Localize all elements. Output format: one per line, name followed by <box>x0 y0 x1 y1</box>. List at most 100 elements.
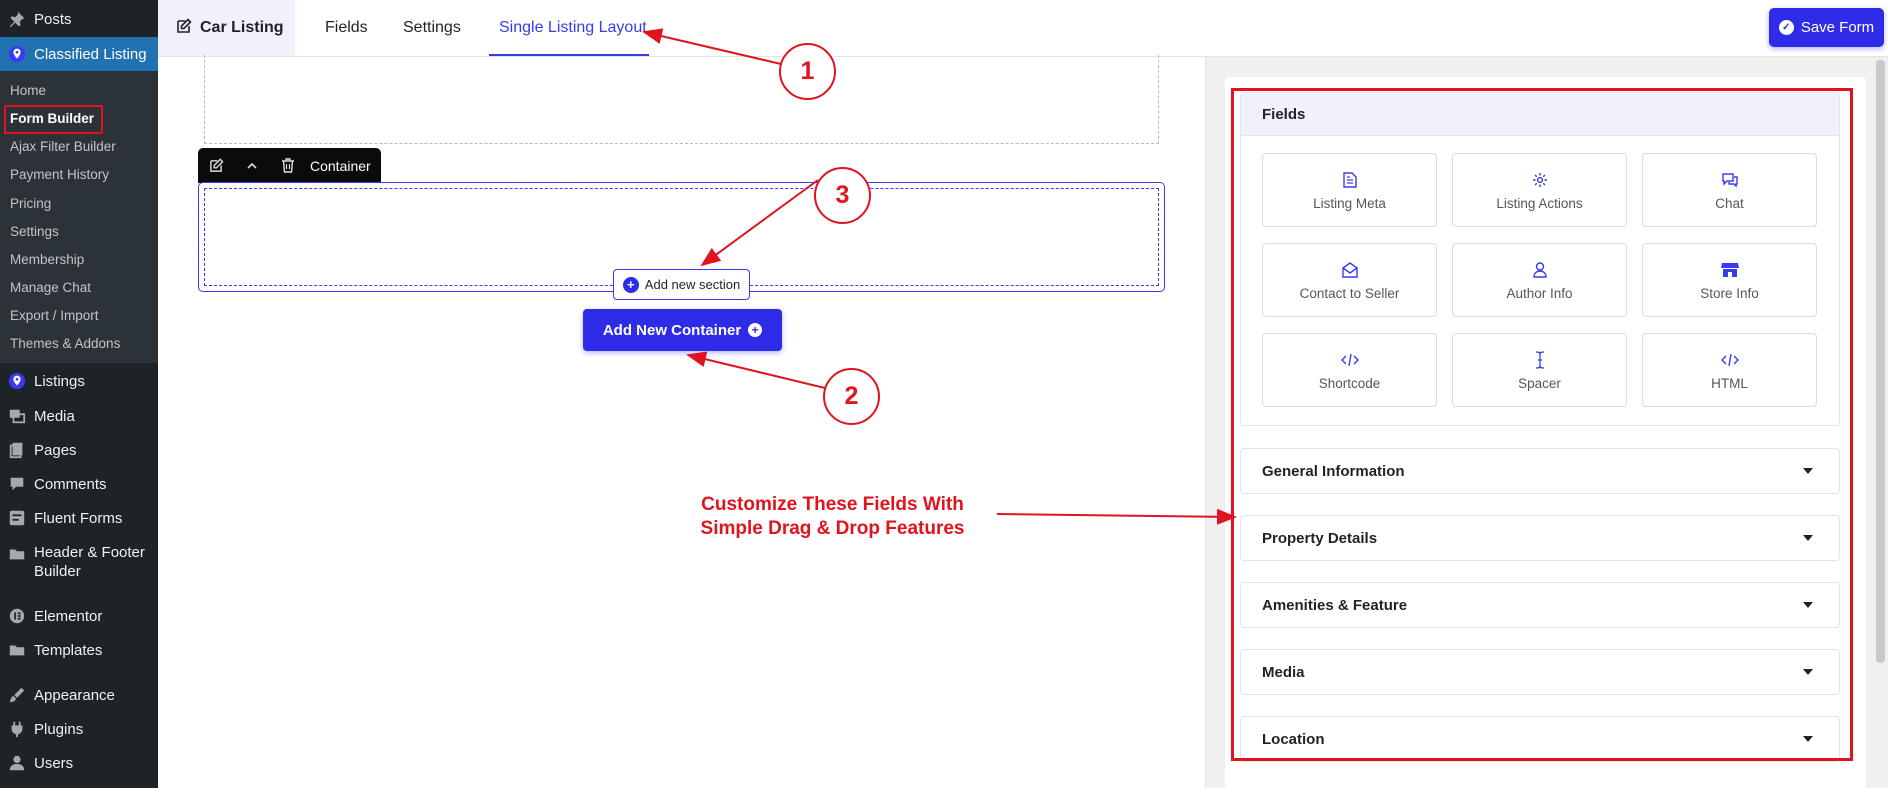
menu-item-pages[interactable]: Pages <box>0 438 158 462</box>
brush-icon <box>7 685 27 705</box>
document-icon <box>1342 170 1357 190</box>
media-icon <box>7 406 27 426</box>
annotation-callout: Customize These Fields With Simple Drag … <box>660 493 1005 541</box>
section-general-information[interactable]: General Information <box>1240 448 1840 494</box>
submenu-item-form-builder[interactable]: Form Builder <box>10 111 95 126</box>
section-label: Property Details <box>1262 529 1378 547</box>
forms-icon <box>7 508 27 528</box>
field-label: HTML <box>1711 375 1748 391</box>
field-shortcode[interactable]: Shortcode <box>1262 333 1437 407</box>
annotation-marker-1: 1 <box>779 43 836 100</box>
tab-label: Car Listing <box>200 19 284 36</box>
edit-icon[interactable] <box>198 148 234 183</box>
submenu: Home Form Builder Ajax Filter Builder Pa… <box>0 71 158 363</box>
trash-icon[interactable] <box>270 148 306 183</box>
menu-item-label: Plugins <box>34 720 84 738</box>
container-toolbar: Container <box>198 148 381 183</box>
field-listing-actions[interactable]: Listing Actions <box>1452 153 1627 227</box>
tab-car-listing[interactable]: Car Listing <box>158 0 295 56</box>
annotation-marker-2: 2 <box>823 368 880 425</box>
section-property-details[interactable]: Property Details <box>1240 515 1840 561</box>
menu-item-plugins[interactable]: Plugins <box>0 717 158 741</box>
submenu-item-manage-chat[interactable]: Manage Chat <box>10 280 92 295</box>
section-label: Amenities & Feature <box>1262 596 1408 614</box>
menu-item-fluent-forms[interactable]: Fluent Forms <box>0 506 158 530</box>
field-label: Listing Meta <box>1313 195 1386 211</box>
comment-icon <box>7 474 27 494</box>
field-label: Spacer <box>1518 375 1561 391</box>
submenu-item-ajax-filter-builder[interactable]: Ajax Filter Builder <box>10 139 116 154</box>
submenu-item-home[interactable]: Home <box>10 83 47 98</box>
section-amenities-feature[interactable]: Amenities & Feature <box>1240 582 1840 628</box>
fields-card-title: Fields <box>1241 93 1839 136</box>
field-author-info[interactable]: Author Info <box>1452 243 1627 317</box>
caret-down-icon <box>1803 669 1813 675</box>
builder-tab-bar: Car Listing Fields Settings Single Listi… <box>158 0 1888 57</box>
elementor-icon <box>7 606 27 626</box>
folder-icon <box>7 544 27 564</box>
location-pin-icon <box>7 371 27 391</box>
field-html[interactable]: HTML <box>1642 333 1817 407</box>
add-container-label: Add New Container <box>602 321 742 339</box>
menu-item-listings[interactable]: Listings <box>0 369 158 393</box>
field-chat[interactable]: Chat <box>1642 153 1817 227</box>
submenu-item-settings[interactable]: Settings <box>10 224 59 239</box>
menu-item-label: Media <box>34 407 75 425</box>
chevron-up-icon[interactable] <box>234 148 270 183</box>
menu-item-label: Pages <box>34 441 77 459</box>
menu-item-posts[interactable]: Posts <box>0 7 158 31</box>
submenu-item-payment-history[interactable]: Payment History <box>10 167 110 182</box>
menu-item-appearance[interactable]: Appearance <box>0 683 158 707</box>
field-store-info[interactable]: Store Info <box>1642 243 1817 317</box>
admin-sidebar: Posts Classified Listing Home Form Build… <box>0 0 158 788</box>
section-location[interactable]: Location <box>1240 716 1840 762</box>
field-label: Shortcode <box>1318 375 1381 391</box>
envelope-icon <box>1341 260 1358 280</box>
submenu-item-membership[interactable]: Membership <box>10 252 85 267</box>
plus-circle-icon: + <box>622 276 639 293</box>
code-icon <box>1340 350 1359 370</box>
menu-item-label: Header & Footer Builder <box>34 544 145 580</box>
pages-icon <box>7 440 27 460</box>
store-icon <box>1720 260 1739 280</box>
menu-item-label: Fluent Forms <box>34 509 123 527</box>
tab-settings[interactable]: Settings <box>403 19 461 36</box>
edit-icon <box>176 17 192 39</box>
code-icon <box>1720 350 1739 370</box>
menu-item-comments[interactable]: Comments <box>0 472 158 496</box>
menu-item-label: Users <box>34 754 74 772</box>
annotation-marker-3: 3 <box>814 167 871 224</box>
scrollbar[interactable] <box>1876 60 1885 663</box>
user-icon <box>7 753 27 773</box>
menu-item-header-footer-builder[interactable]: Header & Footer Builder <box>0 541 158 585</box>
text-cursor-icon <box>1535 350 1545 370</box>
caret-down-icon <box>1803 535 1813 541</box>
menu-item-templates[interactable]: Templates <box>0 638 158 662</box>
field-listing-meta[interactable]: Listing Meta <box>1262 153 1437 227</box>
caret-down-icon <box>1803 736 1813 742</box>
user-icon <box>1532 260 1547 280</box>
field-contact-to-seller[interactable]: Contact to Seller <box>1262 243 1437 317</box>
field-spacer[interactable]: Spacer <box>1452 333 1627 407</box>
caret-down-icon <box>1803 468 1813 474</box>
menu-item-elementor[interactable]: Elementor <box>0 604 158 628</box>
tab-fields[interactable]: Fields <box>325 19 368 36</box>
field-label: Store Info <box>1700 285 1759 301</box>
submenu-item-themes-addons[interactable]: Themes & Addons <box>10 336 121 351</box>
menu-item-users[interactable]: Users <box>0 751 158 775</box>
submenu-item-pricing[interactable]: Pricing <box>10 196 52 211</box>
add-new-section-button[interactable]: + Add new section <box>613 269 750 300</box>
section-media[interactable]: Media <box>1240 649 1840 695</box>
add-new-container-button[interactable]: Add New Container + <box>583 309 782 351</box>
callout-line: Simple Drag & Drop Features <box>700 518 965 539</box>
tab-single-listing-layout[interactable]: Single Listing Layout <box>499 19 647 36</box>
menu-item-classified-listing[interactable]: Classified Listing <box>0 37 158 71</box>
save-form-button[interactable]: ✓ Save Form <box>1769 8 1884 47</box>
submenu-item-export-import[interactable]: Export / Import <box>10 308 99 323</box>
menu-item-media[interactable]: Media <box>0 404 158 428</box>
layout-canvas: Container + Add new section Add New Cont… <box>158 55 1205 788</box>
container-label: Container <box>310 157 371 174</box>
section-label: Media <box>1262 663 1305 681</box>
menu-item-label: Templates <box>34 641 103 659</box>
caret-down-icon <box>1803 602 1813 608</box>
